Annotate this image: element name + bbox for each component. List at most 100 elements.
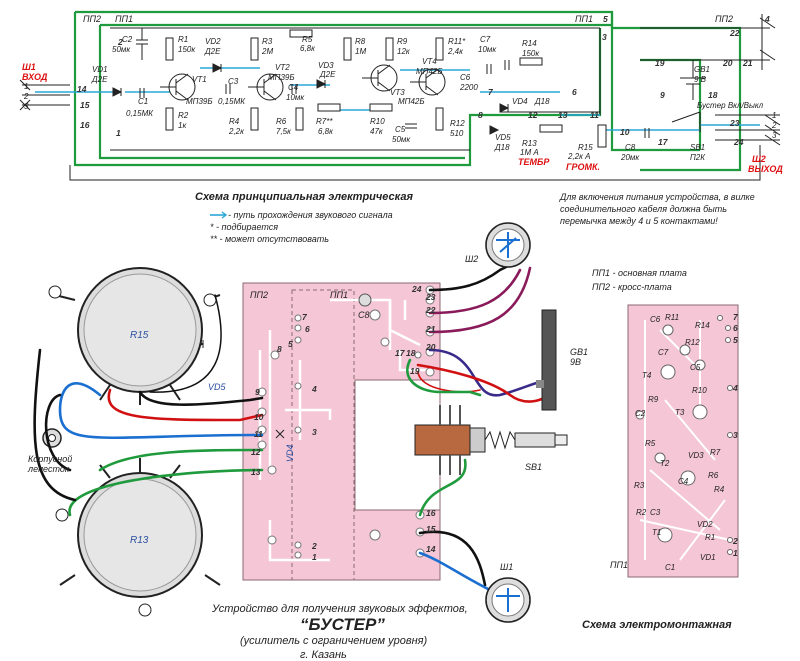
pp1-label-right: ПП1 <box>575 14 593 24</box>
svg-text:1: 1 <box>733 548 738 558</box>
out-pin-3: 3 <box>772 131 777 140</box>
c8-ref: C8 <box>625 143 636 152</box>
c6-val: 2200 <box>459 83 478 92</box>
mini-c3: C3 <box>650 508 661 517</box>
r5-ref: R5 <box>302 35 313 44</box>
c5-ref: C5 <box>395 125 406 134</box>
c5-val: 50мк <box>392 135 411 144</box>
node-4: 4 <box>764 14 770 24</box>
asm-lug-label-1: Корпусной <box>28 454 72 464</box>
vd1-val: Д2Е <box>91 75 108 84</box>
pp2-outline <box>75 10 742 172</box>
vt3-ref: VT3 <box>390 88 405 97</box>
node-13: 13 <box>558 110 568 120</box>
node-22: 22 <box>729 28 740 38</box>
vd5-ref: VD5 <box>495 133 511 142</box>
node-2: 2 <box>117 37 123 47</box>
vd3-ref: VD3 <box>318 61 334 70</box>
r9-val: 12к <box>397 47 411 56</box>
node-8: 8 <box>478 110 483 120</box>
asm-c8-label: C8 <box>358 310 370 320</box>
svg-text:15: 15 <box>426 524 436 534</box>
pp2-inner <box>610 12 700 152</box>
node-9: 9 <box>660 90 665 100</box>
mini-c6: C6 <box>650 315 661 324</box>
device-name: “БУСТЕР” <box>300 615 385 634</box>
pot-r15 <box>48 267 221 405</box>
power-note-3: перемычка между 4 и 5 контактами! <box>560 216 718 226</box>
device-title: Устройство для получения звуковых эффект… <box>211 603 468 615</box>
node-21: 21 <box>742 58 753 68</box>
svg-text:6: 6 <box>305 324 310 334</box>
r15-val: 2,2к А <box>567 152 590 161</box>
r1-val: 150к <box>178 45 196 54</box>
svg-text:3: 3 <box>312 427 317 437</box>
schematic: ПП2 ПП1 ПП1 ПП2 C2 50мк R1 150к VD2 Д2Е … <box>19 10 783 349</box>
svg-text:9: 9 <box>255 387 260 397</box>
r6-val: 7,5к <box>276 127 292 136</box>
asm-lug-label-2: лепесток <box>27 464 70 474</box>
r1-ref: R1 <box>178 35 188 44</box>
r11-ref: R11* <box>448 37 466 46</box>
timbre-label: ТЕМБР <box>518 157 550 167</box>
node-19: 19 <box>655 58 665 68</box>
mini-r2: R2 <box>636 508 647 517</box>
legend-optional: ** - может отсутствовать <box>210 234 329 244</box>
svg-text:19: 19 <box>410 366 420 376</box>
r8-val: 1М <box>355 47 366 56</box>
svg-text:23: 23 <box>425 292 436 302</box>
mini-vd1: VD1 <box>700 553 716 562</box>
out-pin-2: 2 <box>771 121 777 130</box>
svg-text:13: 13 <box>251 467 261 477</box>
mini-c5: C5 <box>690 363 701 372</box>
c1-val: 0,15МК <box>126 109 154 118</box>
node-20: 20 <box>722 58 733 68</box>
node-7: 7 <box>488 87 494 97</box>
r14-val: 150к <box>522 49 540 58</box>
r2-ref: R2 <box>178 111 189 120</box>
mini-r14: R14 <box>695 321 710 330</box>
node-17: 17 <box>658 137 669 147</box>
asm-gb1-label: GB1 <box>570 347 588 357</box>
svg-text:4: 4 <box>311 384 317 394</box>
svg-text:2: 2 <box>311 541 317 551</box>
schematic-title: Схема принципиальная электрическая <box>195 191 413 203</box>
mini-r6: R6 <box>708 471 719 480</box>
pp1-label-left: ПП1 <box>115 14 133 24</box>
mini-r11: R11 <box>665 313 679 322</box>
assembly: ПП2 ПП1 C8 R15 R13 VD5 VD4 Корпусной леп… <box>27 222 588 623</box>
asm-sb1-label: SB1 <box>525 462 542 472</box>
pp1-board-outline <box>291 289 355 581</box>
svg-text:1: 1 <box>312 552 317 562</box>
mini-vd3: VD3 <box>688 451 704 460</box>
c1-ref: C1 <box>138 97 148 106</box>
power-note-2: соединительного кабеля должна быть <box>560 204 727 214</box>
svg-text:6: 6 <box>733 323 738 333</box>
r7-ref: R7** <box>316 117 333 126</box>
svg-text:17: 17 <box>395 348 406 358</box>
asm-nodes: 7 6 5 8 4 3 9 10 11 12 13 2 1 14 15 16 1… <box>251 284 436 562</box>
svg-text:7: 7 <box>302 312 308 322</box>
svg-text:24: 24 <box>411 284 422 294</box>
connector-sh2 <box>485 222 531 268</box>
svg-text:3: 3 <box>733 430 738 440</box>
svg-text:14: 14 <box>426 544 436 554</box>
svg-text:22: 22 <box>425 305 436 315</box>
r10-val: 47к <box>370 127 384 136</box>
mini-t2: T2 <box>660 459 670 468</box>
device-city: г. Казань <box>300 649 347 661</box>
pp2-legend: ПП2 - кросс-плата <box>592 282 672 292</box>
node-18: 18 <box>708 90 718 100</box>
pp2-board <box>242 282 441 581</box>
mini-r7: R7 <box>710 448 721 457</box>
out-pin-1: 1 <box>772 111 776 120</box>
in-pin-1: 1 <box>24 82 28 91</box>
pp2-label-right: ПП2 <box>715 14 733 24</box>
svg-text:10: 10 <box>254 412 264 422</box>
asm-pp1-label: ПП1 <box>330 290 348 300</box>
mini-c1: C1 <box>665 563 675 572</box>
node-14: 14 <box>77 84 87 94</box>
mini-vd2: VD2 <box>697 520 713 529</box>
svg-text:18: 18 <box>406 348 416 358</box>
mini-r5: R5 <box>645 439 656 448</box>
